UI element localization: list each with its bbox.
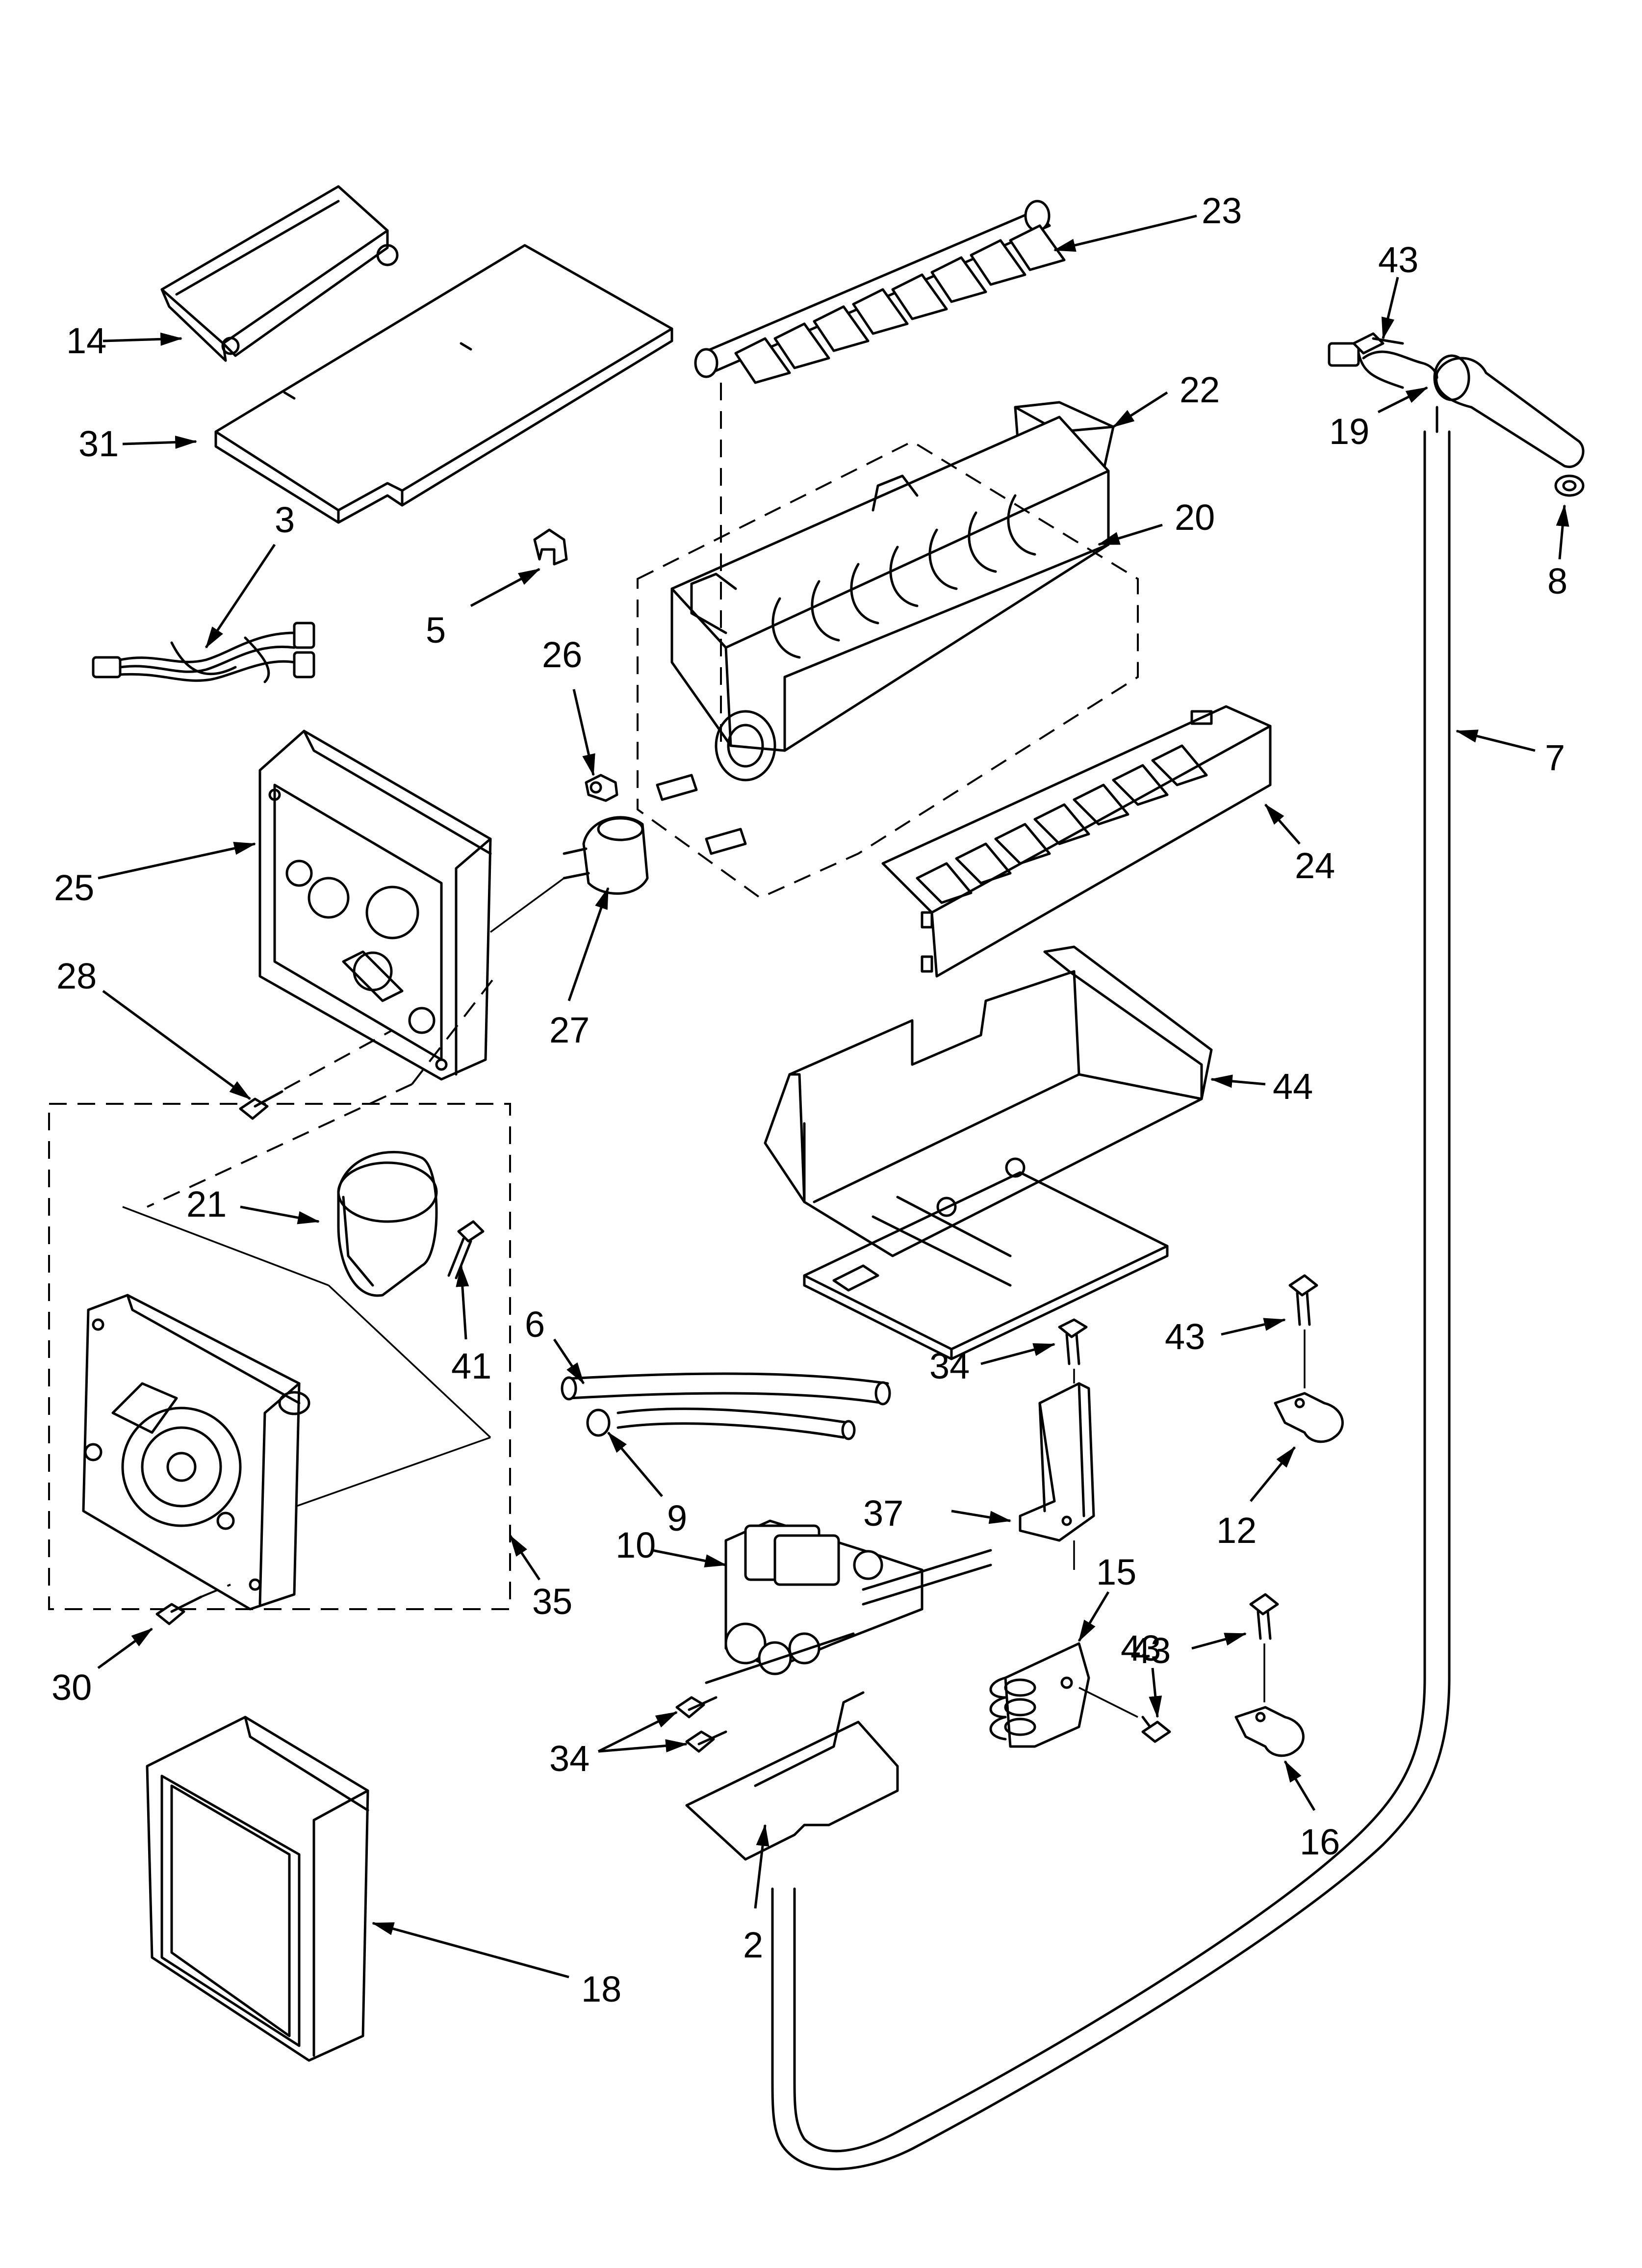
mold-assembly-group-outline: [637, 383, 1139, 899]
part-43-screw-top: [1352, 332, 1404, 355]
part-10-water-valve: [705, 1519, 992, 1684]
label-part-34-lower: 34: [549, 1738, 590, 1779]
label-part-21: 21: [186, 1184, 227, 1225]
label-part-35: 35: [532, 1581, 572, 1622]
label-part-37: 37: [863, 1493, 903, 1534]
label-part-24: 24: [1295, 845, 1335, 886]
part-34-screws-lower: [675, 1696, 727, 1753]
label-part-15: 15: [1096, 1552, 1136, 1592]
label-part-25: 25: [54, 867, 94, 908]
label-part-43-middle: 43: [1165, 1316, 1205, 1357]
part-37-bracket: [1019, 1382, 1095, 1570]
part-43-screw-lower-left: [1141, 1716, 1171, 1743]
part-30-screw: [155, 1584, 231, 1625]
label-part-18: 18: [581, 1969, 621, 2009]
part-21-motor: [337, 1150, 438, 1297]
part-9-tube: [586, 1408, 856, 1440]
label-part-16: 16: [1300, 1822, 1340, 1862]
part-31-top-cover: [214, 244, 673, 524]
label-part-43-top: 43: [1378, 239, 1418, 280]
part-43-screw-lower-right: [1249, 1593, 1279, 1702]
part-26-clip: [585, 774, 618, 802]
label-part-43-lower-right: 43: [1130, 1630, 1171, 1671]
part-41-screw: [447, 1220, 485, 1279]
label-part-7: 7: [1545, 737, 1565, 778]
label-part-6: 6: [525, 1304, 545, 1345]
label-part-23: 23: [1202, 190, 1242, 231]
label-part-43-lower-left: 43: [1121, 1628, 1161, 1668]
label-part-20: 20: [1175, 497, 1215, 538]
part-24-stripper: [881, 705, 1272, 978]
label-part-2: 2: [743, 1925, 763, 1965]
label-part-19: 19: [1329, 411, 1369, 452]
part-7-water-tube: [771, 430, 1451, 2170]
label-part-10: 10: [616, 1525, 656, 1565]
label-part-26: 26: [542, 634, 582, 675]
part-27-thermostat: [563, 816, 649, 895]
part-14-cover-hinge: [160, 185, 399, 362]
part-3-wire-harness: [92, 622, 315, 683]
label-part-3: 3: [275, 499, 295, 540]
part-20-mold: [656, 416, 1110, 855]
label-part-9: 9: [667, 1498, 687, 1538]
label-part-14: 14: [66, 320, 106, 361]
part-2-bracket-plate: [685, 1691, 899, 1861]
label-part-34-upper: 34: [929, 1346, 970, 1386]
label-part-27: 27: [549, 1010, 590, 1050]
part-19-fill-tube: [1328, 342, 1585, 469]
label-part-30: 30: [51, 1667, 92, 1708]
part-35-module: [82, 1294, 310, 1611]
part-18-panel: [146, 1716, 369, 2062]
label-part-5: 5: [426, 610, 446, 651]
part-44-shroud: [764, 945, 1213, 1360]
part-25-control-housing: [258, 730, 565, 1081]
label-part-31: 31: [78, 423, 119, 464]
part-34-screw-upper: [1058, 1318, 1088, 1383]
part-8-grommet: [1554, 474, 1585, 497]
part-23-ejector: [694, 200, 1066, 384]
part-16-clamp: [1234, 1706, 1305, 1757]
label-part-22: 22: [1180, 369, 1220, 410]
label-part-41: 41: [451, 1346, 491, 1386]
part-5-clip: [533, 528, 568, 566]
label-part-28: 28: [56, 956, 97, 996]
label-part-8: 8: [1547, 561, 1567, 601]
part-12-clamp: [1274, 1392, 1344, 1443]
part-number-labels: 14 31 3 5 26 25 28 27 23 22 20 24 44 43 …: [51, 190, 1567, 2009]
part-15-tube-clamp: [989, 1642, 1138, 1748]
leader-lines: [97, 214, 1569, 1979]
label-part-44: 44: [1273, 1066, 1313, 1107]
label-part-12: 12: [1216, 1510, 1257, 1551]
part-6-tube: [561, 1372, 891, 1406]
part-28-screw: [239, 1029, 393, 1120]
part-43-screw-middle: [1288, 1274, 1318, 1388]
